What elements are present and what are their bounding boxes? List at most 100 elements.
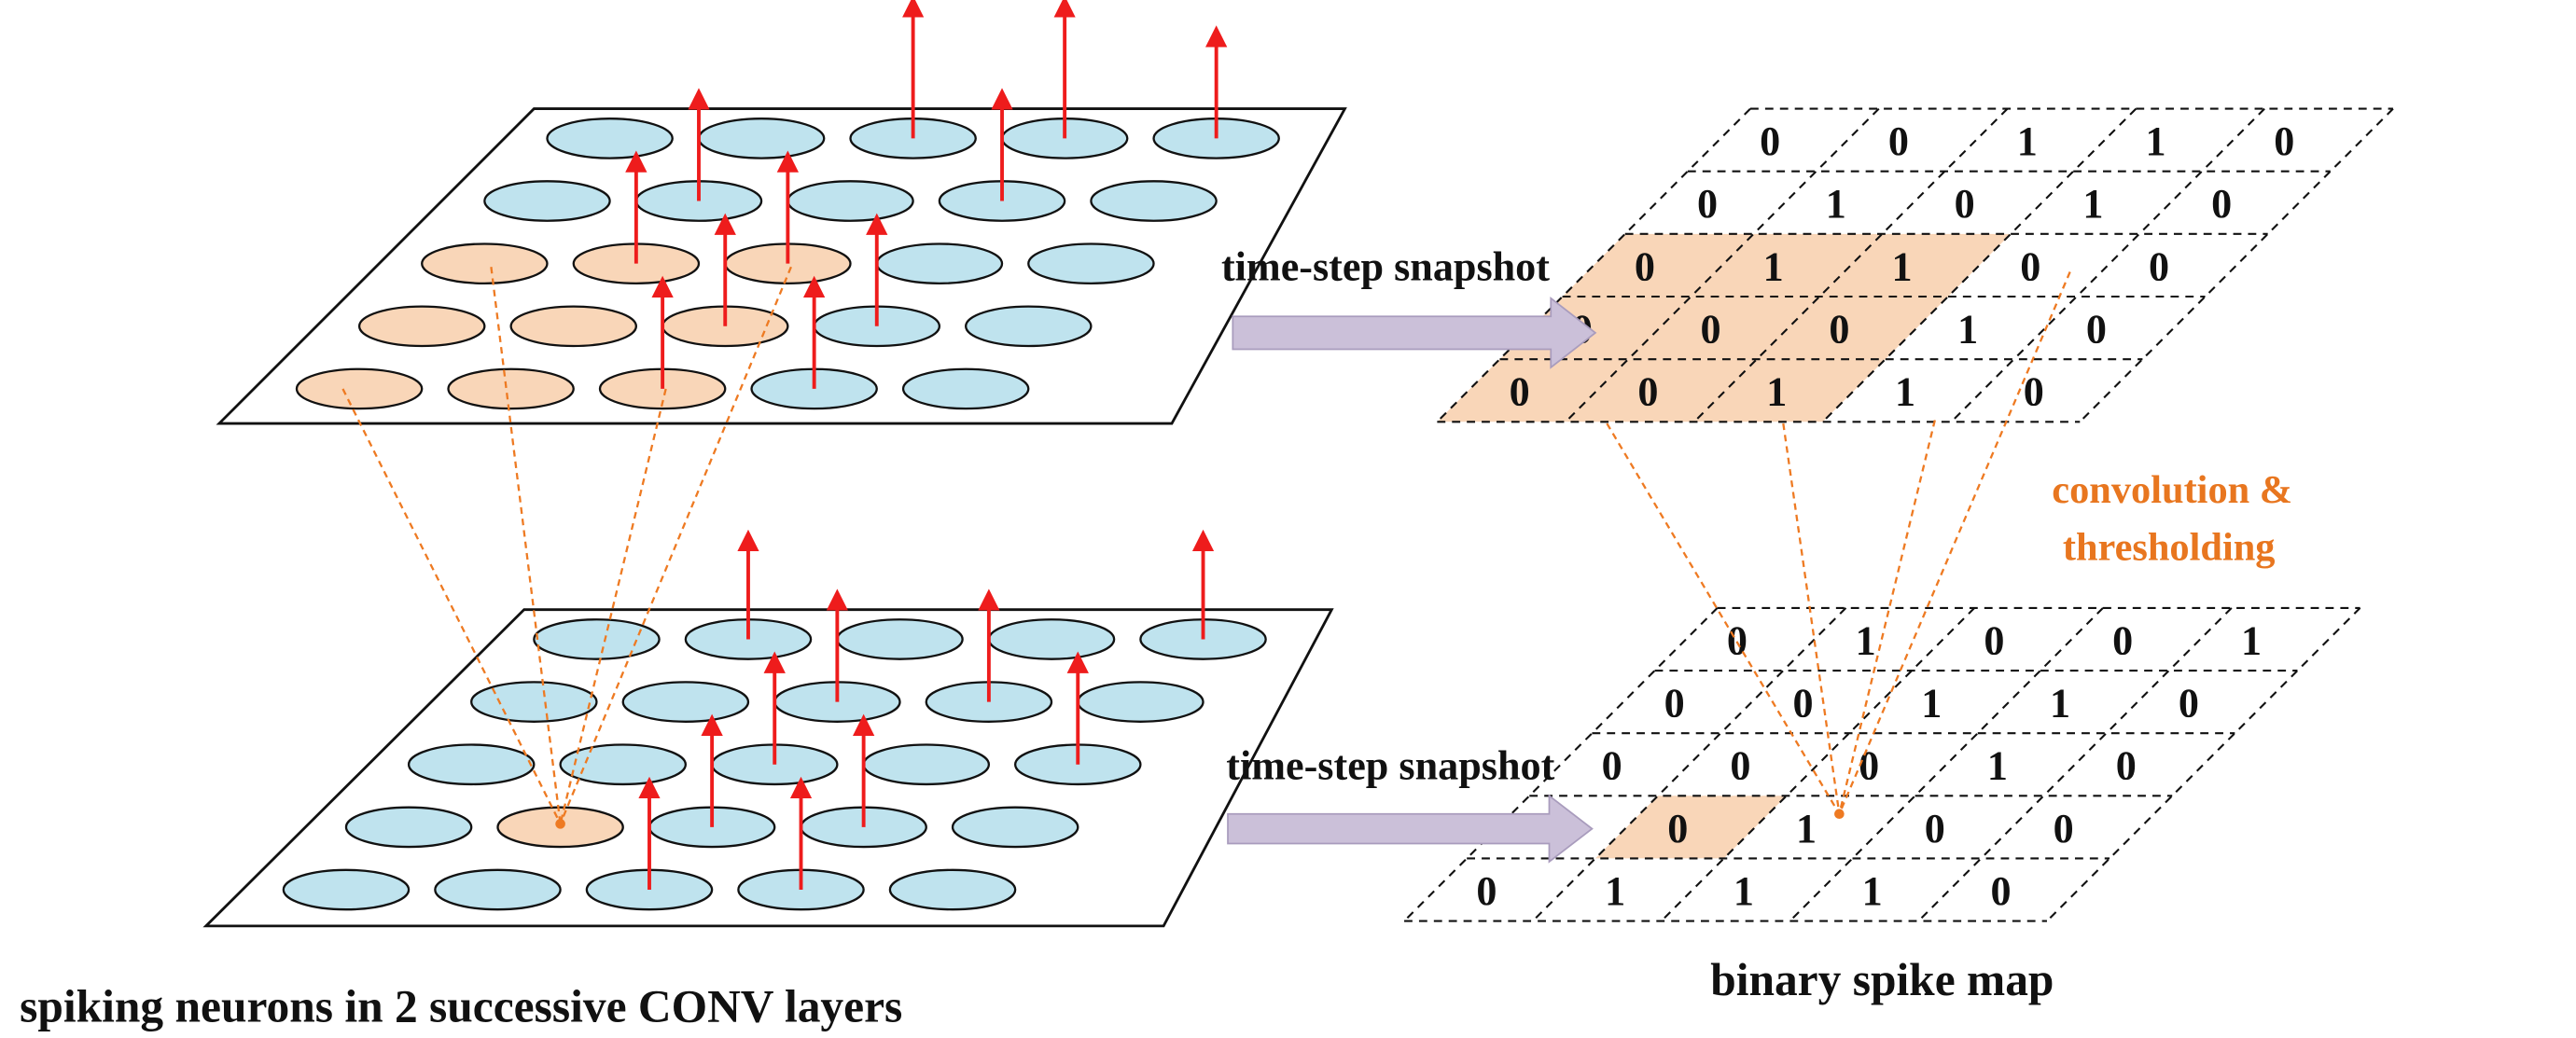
spike-value: 0	[1888, 118, 1909, 164]
connection-line	[490, 267, 562, 824]
neuron	[483, 180, 611, 222]
neuron	[407, 743, 536, 786]
neuron	[344, 806, 473, 849]
neuron	[875, 242, 1004, 285]
connection-point	[555, 819, 565, 829]
spike-value: 1	[1856, 617, 1876, 663]
receptive-field-connections-left	[341, 266, 792, 829]
neuron	[533, 618, 661, 660]
spike-value: 0	[1697, 181, 1718, 227]
neuron-active	[295, 367, 424, 410]
spike-value: 0	[1984, 617, 2004, 663]
spike-value: 0	[2149, 243, 2169, 289]
spike-value: 0	[2054, 806, 2074, 851]
binary-spike-map-bottom: 0100100110000100010001110	[1403, 606, 2361, 922]
neuron	[965, 305, 1093, 348]
grid-line	[2079, 107, 2394, 423]
neuron-active	[357, 305, 486, 348]
spike-value: 1	[1734, 868, 1754, 914]
spike-value: 0	[1955, 181, 1975, 227]
spike-value: 1	[1796, 806, 1817, 851]
spike-value: 0	[1760, 118, 1780, 164]
spike-value: 0	[2086, 306, 2107, 352]
snapshot-arrow-bottom	[1227, 794, 1594, 864]
spike-value: 0	[1792, 680, 1813, 726]
neuron-active	[509, 305, 638, 348]
snapshot-arrow-top	[1232, 296, 1597, 369]
neuron	[282, 868, 411, 911]
grid-line	[1950, 107, 2265, 423]
neuron	[951, 806, 1079, 849]
spike-value: 0	[1829, 306, 1849, 352]
spike-value: 1	[2050, 680, 2070, 726]
snapshot-label-top: time-step snapshot	[1221, 243, 1550, 289]
spike-value: 1	[1766, 369, 1787, 415]
spike-value: 1	[1763, 243, 1784, 289]
connection-line	[1782, 422, 1841, 814]
thresholding-label: thresholding	[2063, 526, 2276, 570]
spike-value: 0	[1701, 306, 1721, 352]
spike-value: 1	[2146, 118, 2166, 164]
grid-line	[2046, 607, 2361, 922]
neuron	[987, 618, 1116, 660]
neuron	[888, 868, 1017, 911]
spike-value: 0	[1730, 743, 1750, 789]
spike-value: 0	[1664, 680, 1685, 726]
neuron	[1090, 180, 1218, 222]
spike-value: 0	[2179, 680, 2199, 726]
top-conv-layer	[216, 107, 1347, 425]
spike-value: 1	[2082, 181, 2103, 227]
spike-value: 0	[1510, 369, 1530, 415]
connection-line	[559, 388, 667, 824]
spike-value: 0	[1727, 617, 1748, 663]
spike-value: 1	[1957, 306, 1978, 352]
connection-line	[559, 266, 792, 824]
receptive-field-connections-right	[1606, 271, 2071, 820]
neuron	[836, 618, 964, 660]
spike-value: 0	[1925, 806, 1945, 851]
grid-line	[1917, 607, 2233, 922]
spike-value: 0	[2112, 617, 2133, 663]
grid-line	[1660, 607, 1975, 922]
neuron	[1077, 681, 1204, 723]
spike-value: 1	[2017, 118, 2038, 164]
spike-value: 1	[1921, 680, 1942, 726]
spike-value: 0	[1602, 743, 1622, 789]
neuron	[787, 180, 914, 222]
spike-value: 0	[2020, 243, 2040, 289]
connection-line	[1838, 271, 2071, 815]
spike-value: 0	[1859, 743, 1879, 789]
spike-value: 1	[1605, 868, 1625, 914]
connection-line	[341, 388, 562, 824]
spike-value: 0	[2211, 181, 2232, 227]
neuron	[1027, 242, 1155, 285]
neuron	[697, 118, 826, 159]
spike-value: 1	[1891, 243, 1912, 289]
snapshot-label-bottom: time-step snapshot	[1226, 743, 1554, 789]
connection-line	[1606, 422, 1841, 815]
neuron	[434, 868, 562, 911]
neuron	[901, 367, 1030, 410]
neuron-active	[447, 367, 575, 410]
spike-value: 1	[1987, 743, 2008, 789]
neuron	[470, 681, 598, 723]
bottom-layer-spikes	[638, 529, 1215, 890]
spike-value: 0	[1667, 806, 1688, 851]
spike-value: 1	[1862, 868, 1883, 914]
left-caption: spiking neurons in 2 successive CONV lay…	[20, 980, 902, 1031]
top-layer-spikes	[625, 0, 1228, 389]
spike-cell-highlight	[1594, 796, 1787, 859]
spike-value: 0	[1637, 369, 1658, 415]
neuron	[621, 681, 750, 723]
neuron	[546, 118, 674, 159]
spike-value: 1	[1895, 369, 1915, 415]
spike-value: 1	[1826, 181, 1846, 227]
spike-value: 1	[2241, 617, 2262, 663]
right-caption: binary spike map	[1710, 954, 2054, 1005]
spike-value: 0	[1635, 243, 1655, 289]
neuron-active	[421, 242, 549, 285]
grid-line	[1789, 607, 2104, 922]
spike-value: 0	[2274, 118, 2294, 164]
spike-value: 0	[2116, 743, 2137, 789]
neuron	[559, 743, 688, 786]
